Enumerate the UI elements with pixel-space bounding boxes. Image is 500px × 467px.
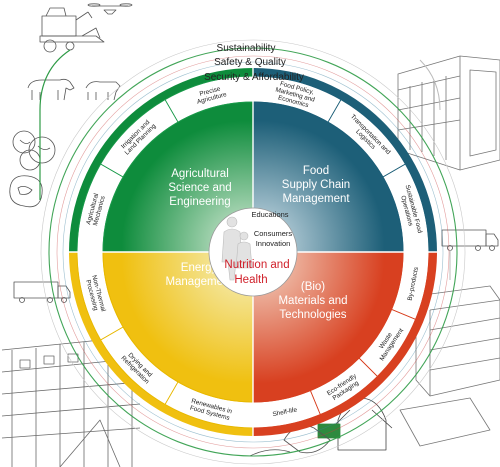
- ring-security: [62, 61, 444, 443]
- quadrant-fill-food: [253, 102, 403, 252]
- connector-lines: [39, 49, 451, 280]
- quadrant-title-line: (Bio): [301, 281, 325, 293]
- quadrant-fill-energy: [103, 252, 253, 402]
- warehouse-shelves-icon: [1, 335, 141, 467]
- drone-icon: [87, 3, 133, 15]
- segment-label-food-0: Food Policy,Marketing andEconomics: [273, 80, 318, 111]
- center-educations: Educations: [251, 210, 288, 219]
- meat-icon: [9, 175, 43, 208]
- cow-icon: [27, 78, 121, 101]
- quadrant-fill-bio: [253, 252, 403, 402]
- center-hub: Educations Consumers Innovation Nutritio…: [208, 207, 298, 297]
- quadrant-title-line: Technologies: [279, 309, 346, 321]
- center-innovation: Innovation: [256, 239, 291, 248]
- harvester-icon: [39, 7, 105, 53]
- quadrant-title-line: Management: [165, 276, 233, 288]
- center-title-line1: Nutrition and: [224, 259, 289, 271]
- segment-label-bio-3: Shelf-life: [272, 406, 298, 418]
- segment-label-line: Shelf-life: [272, 406, 298, 418]
- ring-safety: [56, 55, 450, 449]
- quadrant-title-line: Engineering: [169, 196, 230, 208]
- quadrant-food: Food Policy,Marketing andEconomicsTransp…: [252, 68, 437, 253]
- fruit-icon: [12, 130, 56, 171]
- quadrant-title-line: Materials and: [278, 295, 347, 307]
- quadrant-bio: By-productsWasteManagementEco-friendlyPa…: [252, 251, 437, 436]
- quadrant-title-line: Science and: [168, 182, 231, 194]
- people-silhouette-icon: [221, 216, 253, 281]
- center-consumers: Consumers: [254, 229, 293, 238]
- ring-label-safety: Safety & Quality: [214, 57, 286, 68]
- quadrant-title-line: Energy: [181, 262, 218, 274]
- truck-icon: [441, 229, 499, 251]
- quadrant-fill-ag: [103, 102, 253, 252]
- quadrant-title-line: Food: [303, 165, 329, 177]
- quadrant-title-line: Management: [282, 193, 350, 205]
- quadrant-title-line: Agricultural: [171, 168, 229, 180]
- quadrant-title-line: Supply Chain: [282, 179, 350, 191]
- ring-sustainability: [48, 47, 458, 457]
- center-title-line2: Health: [234, 274, 267, 286]
- ring-label-security: Security & Affordability: [204, 72, 304, 83]
- truck-icon: [13, 281, 71, 303]
- ring-label-sustainability: Sustainability: [217, 43, 276, 54]
- halo-ring: [40, 39, 466, 465]
